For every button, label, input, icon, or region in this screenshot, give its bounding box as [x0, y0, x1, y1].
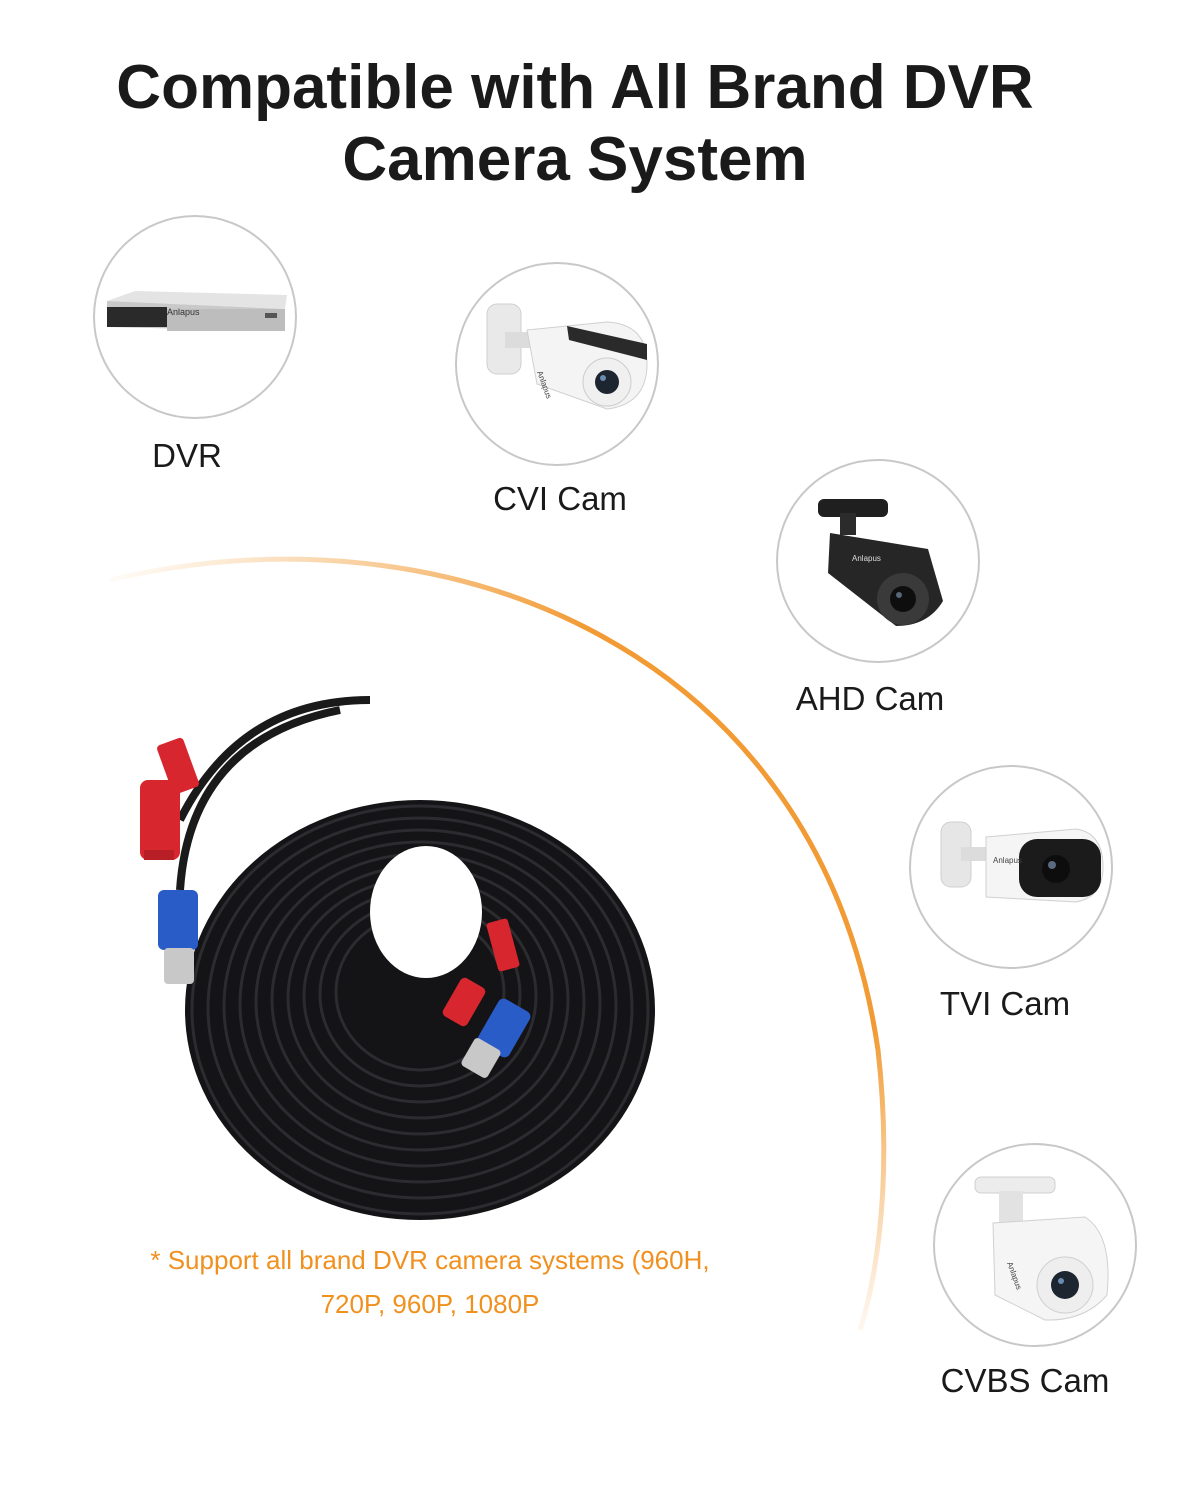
title-line-1: Compatible with All Brand DVR: [116, 53, 1034, 122]
cable-coil: [185, 800, 655, 1220]
page-title: Compatible with All Brand DVR Camera Sys…: [0, 52, 1150, 196]
device-label-ahd-cam: AHD Cam: [795, 680, 945, 717]
bnc-cable-coil-image: [140, 696, 655, 1220]
black-bullet-camera-icon: Anlapus: [818, 499, 943, 626]
device-circle-cvi-cam: Anlapus: [455, 262, 659, 466]
red-power-connector: [140, 737, 199, 860]
white-bullet-camera-icon: Anlapus: [974, 1176, 1109, 1321]
dvr-brand-text: Anlapus: [167, 307, 200, 317]
device-label-tvi-cam: TVI Cam: [939, 985, 1071, 1022]
device-circle-cvbs-cam: Anlapus: [933, 1143, 1137, 1347]
device-circle-ahd-cam: Anlapus: [776, 459, 980, 663]
center-connectors: [442, 918, 531, 1078]
device-label-cvi-cam: CVI Cam: [493, 480, 627, 517]
title-line-2: Camera System: [342, 125, 808, 194]
white-bullet-camera-icon: Anlapus: [940, 821, 1104, 903]
device-circle-dvr: Anlapus: [93, 215, 297, 419]
dvr-recorder-icon: Anlapus: [107, 291, 287, 331]
compatibility-note: * Support all brand DVR camera systems (…: [140, 1238, 720, 1326]
device-label-dvr: DVR: [152, 437, 222, 474]
tvi-brand-text: Anlapus: [993, 856, 1022, 865]
note-line-2: 720P, 960P, 1080P: [320, 1289, 540, 1319]
note-line-1: * Support all brand DVR camera systems (…: [150, 1245, 710, 1275]
device-label-cvbs-cam: CVBS Cam: [940, 1362, 1110, 1399]
ahd-brand-text: Anlapus: [852, 554, 881, 563]
white-bullet-camera-icon: Anlapus: [486, 303, 648, 410]
device-circle-tvi-cam: Anlapus: [909, 765, 1113, 969]
blue-bnc-connector: [158, 890, 198, 984]
